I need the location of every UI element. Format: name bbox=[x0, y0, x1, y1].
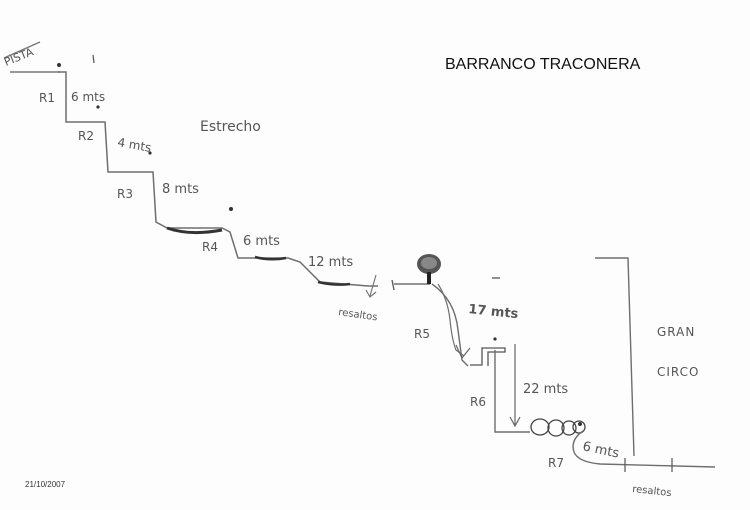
rappel-height: 6 mts bbox=[243, 234, 280, 249]
r5-rope bbox=[437, 283, 465, 357]
circo-label: CIRCO bbox=[657, 365, 699, 379]
resaltos-arrow bbox=[365, 274, 377, 298]
rappel-id: R7 bbox=[548, 456, 564, 470]
resaltos-label-2: resaltos bbox=[632, 484, 672, 499]
pool-mark-3 bbox=[317, 280, 351, 286]
rappel-id: R6 bbox=[470, 395, 486, 409]
anchor-dot bbox=[493, 337, 497, 341]
diagram-title: BARRANCO TRACONERA bbox=[445, 56, 641, 73]
pool-mark-2 bbox=[254, 255, 287, 261]
boulders-icon bbox=[530, 418, 586, 437]
resaltos-ticks bbox=[624, 458, 673, 472]
anchor-dot bbox=[57, 63, 61, 67]
r6-wall bbox=[494, 350, 530, 433]
ledge-line bbox=[391, 279, 430, 291]
road-marker: PISTA bbox=[2, 41, 60, 73]
rappel-height: 6 mts bbox=[71, 90, 105, 104]
rappel-id: R2 bbox=[78, 129, 94, 143]
r5-slope bbox=[431, 283, 469, 367]
canyon-profile bbox=[58, 71, 378, 287]
rappel-height: 17 mts bbox=[468, 302, 520, 322]
rappel-height: 4 mts bbox=[116, 135, 152, 155]
pool-mark-1 bbox=[166, 226, 223, 235]
gran-circo-bracket bbox=[595, 257, 635, 457]
r7-curve bbox=[572, 430, 716, 468]
pista-label: PISTA bbox=[2, 45, 35, 69]
gran-label: GRAN bbox=[657, 325, 695, 339]
anchor-dot bbox=[148, 151, 152, 155]
anchor-tick bbox=[92, 54, 95, 64]
rappel-height: 6 mts bbox=[581, 439, 620, 461]
anchor-dot bbox=[578, 422, 582, 426]
anchor-dot bbox=[96, 105, 100, 109]
anchor-dot bbox=[229, 207, 233, 211]
tree-icon bbox=[417, 254, 441, 284]
rappel-id: R3 bbox=[117, 187, 133, 201]
date-label: 21/10/2007 bbox=[25, 480, 66, 489]
rappel-height: 12 mts bbox=[308, 255, 353, 270]
rappel-height: 22 mts bbox=[523, 382, 568, 397]
estrecho-label: Estrecho bbox=[200, 119, 261, 135]
rappel-id: R5 bbox=[414, 327, 430, 341]
rappel-id: R1 bbox=[39, 91, 55, 105]
r6-top bbox=[470, 347, 506, 366]
resaltos-label-1: resaltos bbox=[338, 307, 379, 323]
rappel-height: 8 mts bbox=[162, 182, 199, 197]
rappel-id: R4 bbox=[202, 240, 218, 254]
r6-arrow bbox=[509, 344, 521, 428]
r5-arrow bbox=[455, 344, 471, 360]
